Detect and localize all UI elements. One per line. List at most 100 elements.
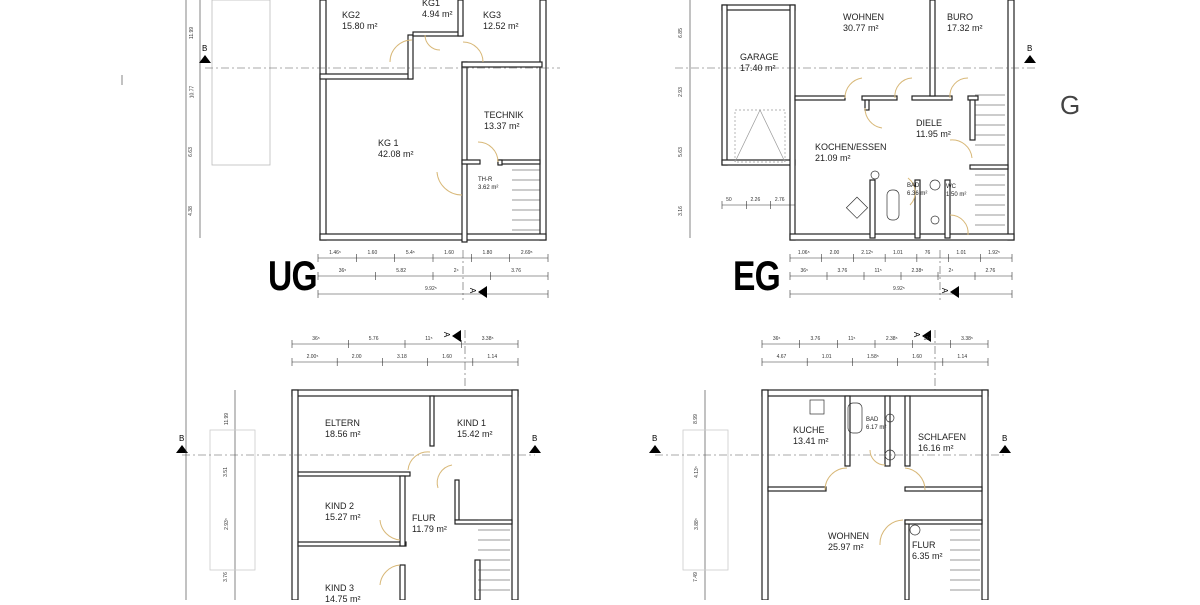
dimension-value: 2.38⁵ xyxy=(911,268,924,274)
room-area: 12.52 m² xyxy=(483,21,519,31)
sanitary-fixtures xyxy=(809,170,941,536)
wall xyxy=(904,519,983,525)
section-marker-icon xyxy=(529,445,541,453)
room-name: GARAGE xyxy=(740,52,779,62)
door-swing xyxy=(462,41,484,63)
dimension-value: 1.01 xyxy=(821,354,832,360)
door-swing xyxy=(949,214,969,236)
wall xyxy=(399,564,406,600)
dimension-value: 3.38⁵ xyxy=(481,336,494,342)
room-name: KG1 xyxy=(422,0,441,8)
dimension-value: 1.14 xyxy=(487,354,498,360)
wall xyxy=(861,95,898,101)
wall xyxy=(429,395,435,447)
dimension-value: 2.76 xyxy=(985,268,996,274)
dimension-value: 3.76 xyxy=(837,268,848,274)
walls xyxy=(176,0,1036,600)
dimension-value: 50 xyxy=(726,197,732,203)
room-area: 11.95 m² xyxy=(916,129,951,139)
room-area: 17.40 m² xyxy=(740,63,776,73)
wall xyxy=(869,179,876,239)
wall xyxy=(319,73,413,80)
terrace-outline xyxy=(209,429,256,571)
dimension-value: 1.58⁵ xyxy=(867,354,879,360)
wall xyxy=(761,389,989,397)
dimension-value: 5.76 xyxy=(368,336,379,342)
dimension-value: 6.85 xyxy=(677,27,684,38)
room-area: 11.79 m² xyxy=(412,524,447,534)
dimension-value: 11.99 xyxy=(189,26,196,39)
dimension-value: 5.4⁵ xyxy=(405,250,415,256)
dimension-value: 2⁴ xyxy=(948,268,954,274)
section-marker-icon xyxy=(999,445,1011,453)
dimension-value: 11⁵ xyxy=(848,336,856,342)
room-name: ELTERN xyxy=(325,418,360,428)
dimension-value: 11⁵ xyxy=(425,336,433,342)
dimension-value: 1.80 xyxy=(482,250,493,256)
wall xyxy=(904,395,911,467)
dimension-value: 36⁵ xyxy=(772,336,781,342)
door-swing xyxy=(869,449,886,466)
section-marker-label: B xyxy=(1027,44,1033,53)
wall xyxy=(319,0,327,241)
room-name: SCHLAFEN xyxy=(918,432,967,442)
section-a-label: A xyxy=(912,331,922,338)
staircase xyxy=(478,94,1005,591)
wall xyxy=(721,4,728,166)
room-name: TECHNIK xyxy=(484,110,524,120)
room-area: 15.27 m² xyxy=(325,512,361,522)
door-swing xyxy=(436,171,463,196)
dimension-value: 2.00 xyxy=(829,250,840,256)
room-name: WC xyxy=(946,184,956,190)
room-area: 15.80 m² xyxy=(342,21,378,31)
wall xyxy=(461,61,543,68)
dimension-value: 3.16 xyxy=(677,206,684,217)
door-swing xyxy=(424,34,441,51)
dimension-value: 3.76 xyxy=(222,571,229,582)
dimension-value: 1.01 xyxy=(893,250,903,256)
section-marker-label: B xyxy=(1002,434,1008,443)
dimension-value: 2.93 xyxy=(677,87,684,98)
section-marker-icon xyxy=(176,445,188,453)
wall xyxy=(794,95,846,101)
room-name: KG 1 xyxy=(378,138,399,148)
dimension-value: 3.76 xyxy=(810,336,821,342)
section-a-label: A xyxy=(468,287,478,294)
door-swing xyxy=(844,77,863,99)
section-a-arrow-icon xyxy=(478,286,487,298)
room-name: KG2 xyxy=(342,10,361,20)
room-name: KG3 xyxy=(483,10,502,20)
wall xyxy=(461,61,468,243)
wall xyxy=(319,233,547,241)
room-area: 4.94 m² xyxy=(422,9,453,19)
dimension-value: 1.01 xyxy=(956,250,967,256)
dimension-value: 2⁴ xyxy=(453,268,459,274)
floor-label-ug: UG xyxy=(268,252,318,299)
room-area: 18.56 m² xyxy=(325,429,361,439)
dimension-value: 5.82 xyxy=(396,268,406,274)
dimension-value: 3.18 xyxy=(397,354,407,360)
room-name: BAD xyxy=(907,183,920,189)
floor-label-eg: EG xyxy=(733,252,781,299)
dimension-value: 3.38⁵ xyxy=(961,336,973,342)
room-name: WOHNEN xyxy=(828,531,869,541)
door-swing xyxy=(907,177,916,206)
section-a-label: A xyxy=(940,287,950,294)
dimension-value: 2.38⁵ xyxy=(885,336,898,342)
room-area: 13.41 m² xyxy=(793,436,829,446)
garage-door-outline xyxy=(734,109,786,163)
wall xyxy=(904,519,910,600)
